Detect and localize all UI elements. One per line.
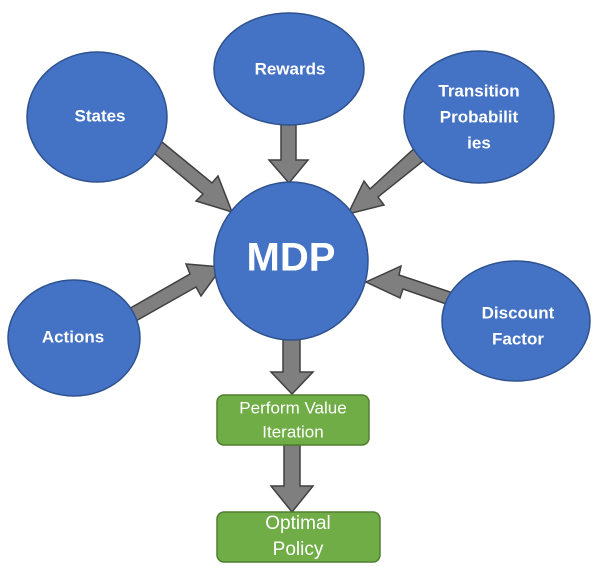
rewards-label: Rewards <box>255 59 326 78</box>
mdp-circle <box>213 181 369 341</box>
value-iteration-line-2: Iteration <box>262 422 323 441</box>
states-label: States <box>74 106 125 125</box>
arrow-rewards-to-mdp <box>267 122 310 185</box>
optimal-policy-step: Optimal Policy <box>216 511 381 563</box>
arrow-actions-to-mdp <box>125 263 224 324</box>
states-node: States <box>26 51 168 183</box>
transition-label-line-2: Probabilit <box>440 107 519 126</box>
transition-label-line-3: ies <box>467 133 491 152</box>
rewards-node: Rewards <box>213 12 365 126</box>
discount-circle <box>441 260 591 382</box>
optimal-policy-line-1: Optimal <box>265 513 330 534</box>
mdp-label: MDP <box>247 236 336 280</box>
discount-label-line-1: Discount <box>482 303 555 322</box>
discount-label-line-2: Factor <box>492 329 544 348</box>
rewards-circle <box>213 12 365 126</box>
mdp-node: MDP <box>213 181 369 341</box>
optimal-policy-box <box>216 511 381 563</box>
arrow-value-iteration-to-policy <box>269 444 315 514</box>
actions-label: Actions <box>42 327 104 346</box>
transition-label-line-1: Transition <box>438 81 519 100</box>
actions-circle <box>7 279 141 397</box>
actions-node: Actions <box>7 279 141 397</box>
arrow-mdp-to-value-iteration <box>269 336 315 396</box>
optimal-policy-line-2: Policy <box>273 539 324 560</box>
value-iteration-box <box>216 394 370 446</box>
transition-circle <box>403 50 555 184</box>
transition-probabilities-node: Transition Probabilit ies <box>403 50 555 184</box>
value-iteration-line-1: Perform Value <box>239 398 346 417</box>
states-circle <box>26 51 168 183</box>
arrow-transition-to-mdp <box>346 143 430 216</box>
arrow-states-to-mdp <box>152 140 234 214</box>
discount-factor-node: Discount Factor <box>441 260 591 382</box>
arrow-discount-to-mdp <box>364 264 460 308</box>
value-iteration-step: Perform Value Iteration <box>216 394 370 446</box>
